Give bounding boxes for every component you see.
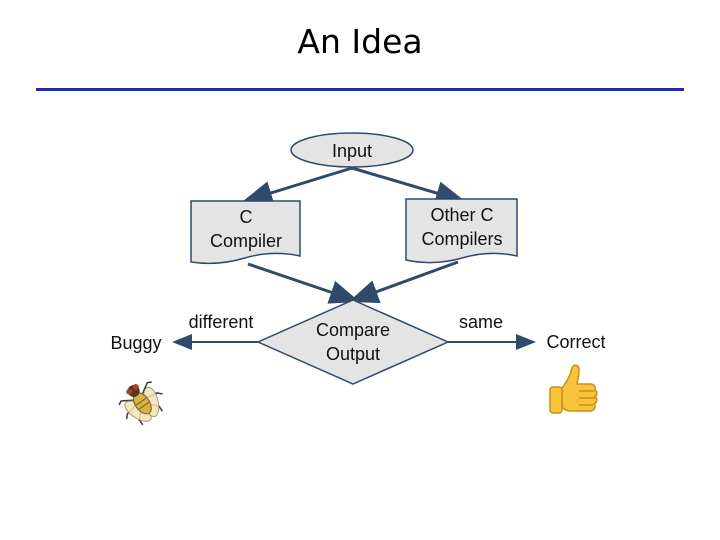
title-underline	[36, 88, 684, 91]
input-label: Input	[331, 141, 373, 161]
slide-title: An Idea	[297, 22, 423, 61]
compare-output-node	[256, 299, 450, 385]
c-compiler-node	[190, 200, 301, 265]
compare-output-label-line1: Compare	[315, 320, 391, 340]
correct-label: Correct	[546, 332, 606, 352]
arrow-input-to-c-compiler	[242, 166, 353, 205]
input-node	[290, 132, 414, 168]
arrow-c-compiler-to-compare	[247, 262, 360, 304]
thumbs-up-icon	[549, 364, 598, 414]
compare-output-label: Compare Output	[293, 318, 413, 366]
other-compilers-label: Other C Compilers	[406, 203, 518, 251]
buggy-label: Buggy	[110, 333, 162, 353]
c-compiler-label: C Compiler	[191, 205, 301, 253]
fly-icon	[118, 381, 164, 426]
other-compilers-node	[405, 198, 518, 264]
edge-label-same: same	[458, 312, 503, 332]
c-compiler-label-line2: Compiler	[209, 231, 283, 251]
arrow-other-compilers-to-compare	[348, 260, 459, 304]
compare-output-label-line2: Output	[325, 344, 381, 364]
arrow-input-to-other-compilers	[351, 166, 466, 205]
c-compiler-label-line1: C	[239, 207, 253, 227]
edge-label-different: different	[188, 312, 254, 332]
other-compilers-label-line2: Compilers	[421, 229, 503, 249]
other-compilers-label-line1: Other C	[430, 205, 494, 225]
